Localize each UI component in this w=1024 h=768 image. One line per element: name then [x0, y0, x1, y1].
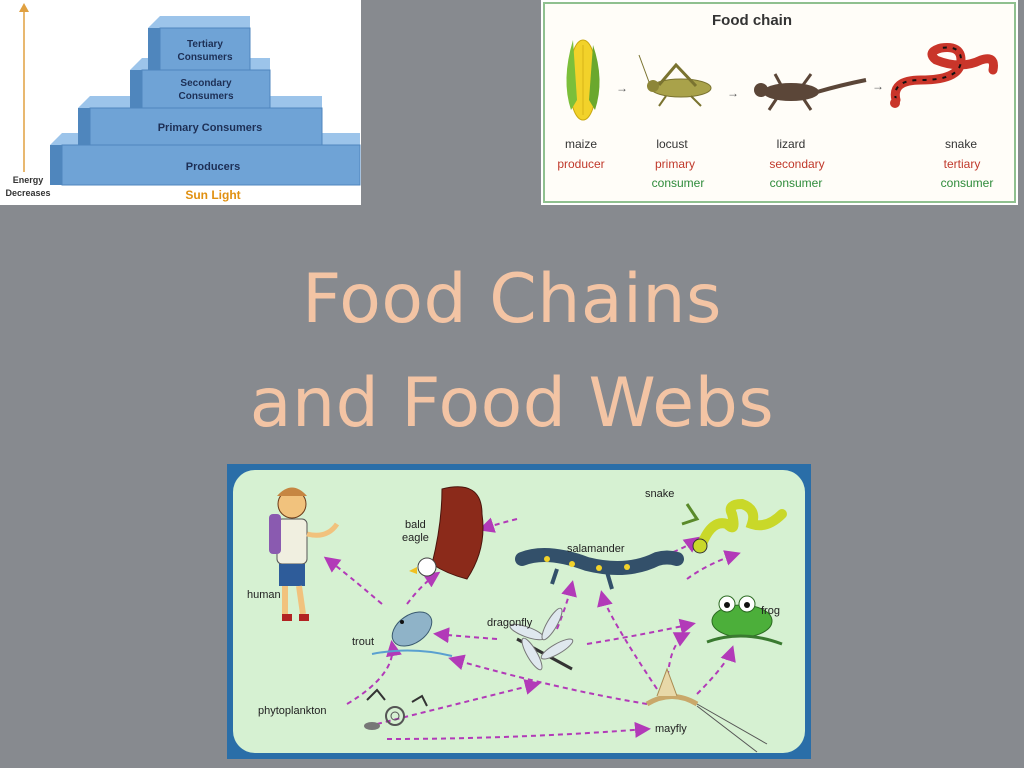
chain-role-lizard: secondary	[769, 157, 824, 171]
salamander-icon	[515, 548, 684, 590]
food-chain-title: Food chain	[712, 12, 792, 29]
snake-icon	[890, 43, 998, 108]
chain-name-maize: maize	[565, 137, 597, 151]
web-label-bald: bald	[405, 519, 426, 531]
producers-block	[61, 144, 361, 186]
chain-name-snake: snake	[945, 137, 977, 151]
trout-icon	[371, 611, 453, 657]
web-label-frog: frog	[761, 605, 780, 617]
food-chain-frame	[543, 2, 1016, 203]
food-chain-image: Food chain → → →	[541, 0, 1018, 205]
web-label-mayfly: mayfly	[655, 723, 687, 735]
producers-label: Producers	[186, 161, 240, 173]
web-label-eagle: eagle	[402, 532, 429, 544]
chain-name-locust: locust	[656, 137, 688, 151]
chain-role-locust: primary	[655, 157, 695, 171]
web-label-human: human	[247, 589, 281, 601]
chain-arrow-2: →	[727, 86, 739, 100]
chain-arrow-3: →	[872, 79, 884, 93]
bald-eagle-icon	[409, 486, 484, 580]
chain-role-maize: producer	[557, 157, 604, 171]
energy-axis-arrowhead	[19, 3, 29, 12]
mayfly-icon	[645, 667, 768, 753]
tertiary-consumers-block	[159, 27, 251, 71]
food-web-image: human bald eagle salamander snake	[227, 464, 811, 759]
web-label-trout: trout	[352, 636, 374, 648]
chain-name-lizard: lizard	[777, 137, 806, 151]
energy-pyramid-image: Energy Decreases Producers Primary Consu…	[0, 0, 361, 205]
chain-consumer-lizard: consumer	[770, 176, 823, 190]
energy-axis-label-line-1: Energy	[13, 175, 44, 185]
web-snake-icon	[681, 498, 787, 554]
tertiary-consumers-label-line-1: Tertiary	[187, 39, 223, 50]
locust-icon	[638, 54, 712, 107]
phytoplankton-icon	[364, 688, 428, 730]
energy-axis-label-line-2: Decreases	[5, 188, 50, 198]
chain-role-snake: tertiary	[944, 157, 981, 171]
lizard-icon	[754, 73, 867, 111]
tertiary-consumers-label-line-2: Consumers	[177, 52, 232, 63]
chain-arrow-1: →	[616, 81, 628, 95]
dragonfly-icon	[509, 607, 574, 671]
secondary-consumers-label-line-2: Consumers	[178, 91, 233, 102]
primary-consumers-label: Primary Consumers	[158, 122, 263, 134]
secondary-consumers-label-line-1: Secondary	[180, 78, 232, 89]
chain-consumer-snake: consumer	[941, 176, 994, 190]
sun-light-label: Sun Light	[185, 188, 240, 202]
web-label-snake: snake	[645, 488, 674, 500]
maize-icon	[566, 39, 600, 121]
secondary-consumers-block	[141, 69, 271, 109]
slide-title-line-2: and Food Webs	[249, 364, 775, 443]
human-icon	[269, 487, 340, 621]
frog-icon	[706, 595, 783, 646]
chain-consumer-locust: consumer	[652, 176, 705, 190]
web-label-dragonfly: dragonfly	[487, 617, 533, 629]
web-label-phytoplankton: phytoplankton	[258, 705, 327, 717]
web-label-salamander: salamander	[567, 543, 625, 555]
slide-title-line-1: Food Chains	[302, 260, 722, 339]
